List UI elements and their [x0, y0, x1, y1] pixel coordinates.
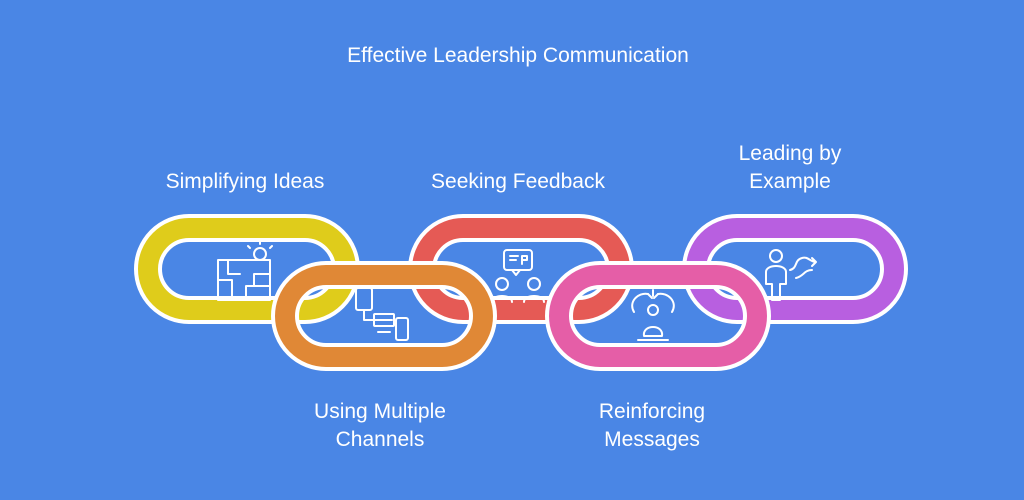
label-reinforcing-messages: Reinforcing Messages: [598, 400, 706, 451]
devices-icon: [355, 287, 409, 341]
label-using-multiple-channels: Using Multiple Channels: [314, 400, 446, 451]
leader-path-icon: [765, 249, 817, 301]
label-leading-by-example: Leading by Example: [738, 142, 842, 193]
feedback-people-icon: [491, 249, 545, 303]
blueprint-lightbulb-icon: [217, 240, 273, 301]
chain-links: [134, 214, 908, 371]
chain-link-reinforcing-messages-fill: [549, 265, 767, 367]
label-simplifying-ideas: Simplifying Ideas: [165, 170, 325, 193]
meditation-person-icon: [631, 289, 675, 341]
diagram-title: Effective Leadership Communication: [347, 44, 689, 67]
label-seeking-feedback: Seeking Feedback: [431, 170, 605, 193]
chain-link-using-multiple-channels-fill: [275, 265, 493, 367]
